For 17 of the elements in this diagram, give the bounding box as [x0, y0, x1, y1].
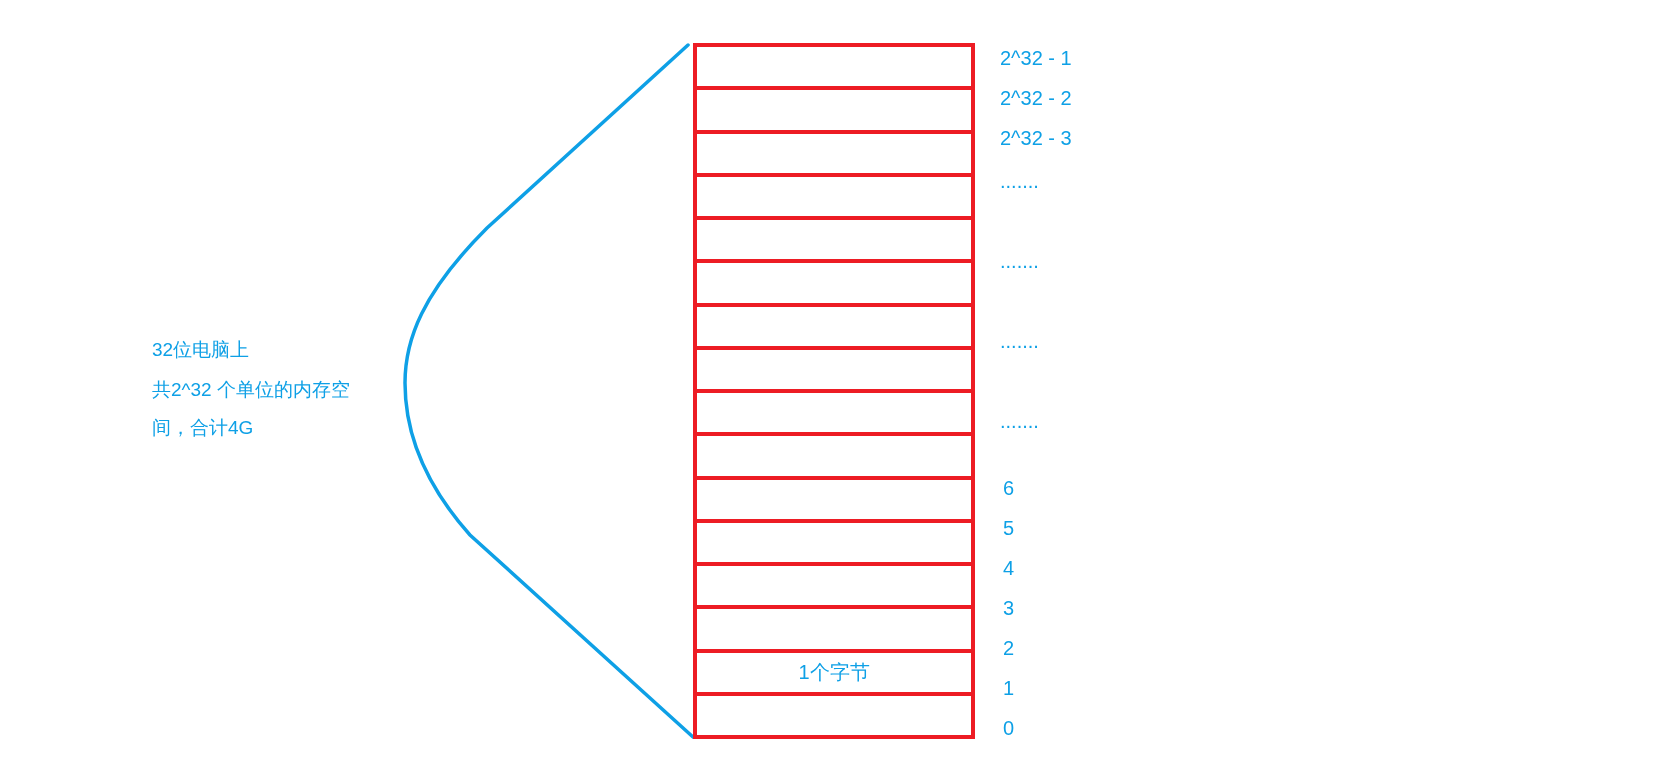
- address-label: 2^32 - 2: [1000, 86, 1072, 110]
- description-text: 共2^32 个单位的内存空间，合计4G: [152, 378, 351, 440]
- address-label: 1: [1003, 676, 1015, 700]
- address-label: 6: [1003, 476, 1015, 500]
- address-label: 0: [1003, 716, 1015, 740]
- address-label: 2^32 - 1: [1000, 46, 1072, 70]
- address-label: 2^32 - 3: [1000, 126, 1072, 150]
- ellipsis-label: .......: [1000, 409, 1039, 433]
- address-label: 4: [1003, 556, 1015, 580]
- ellipsis-label: .......: [1000, 329, 1039, 353]
- ellipsis-label: .......: [1000, 169, 1039, 193]
- address-label: 3: [1003, 596, 1015, 620]
- description-text: 32位电脑上: [152, 338, 250, 362]
- cell-label: 1个字节: [798, 660, 870, 685]
- address-label: 2: [1003, 636, 1015, 660]
- ellipsis-label: .......: [1000, 249, 1039, 273]
- address-label: 5: [1003, 516, 1015, 540]
